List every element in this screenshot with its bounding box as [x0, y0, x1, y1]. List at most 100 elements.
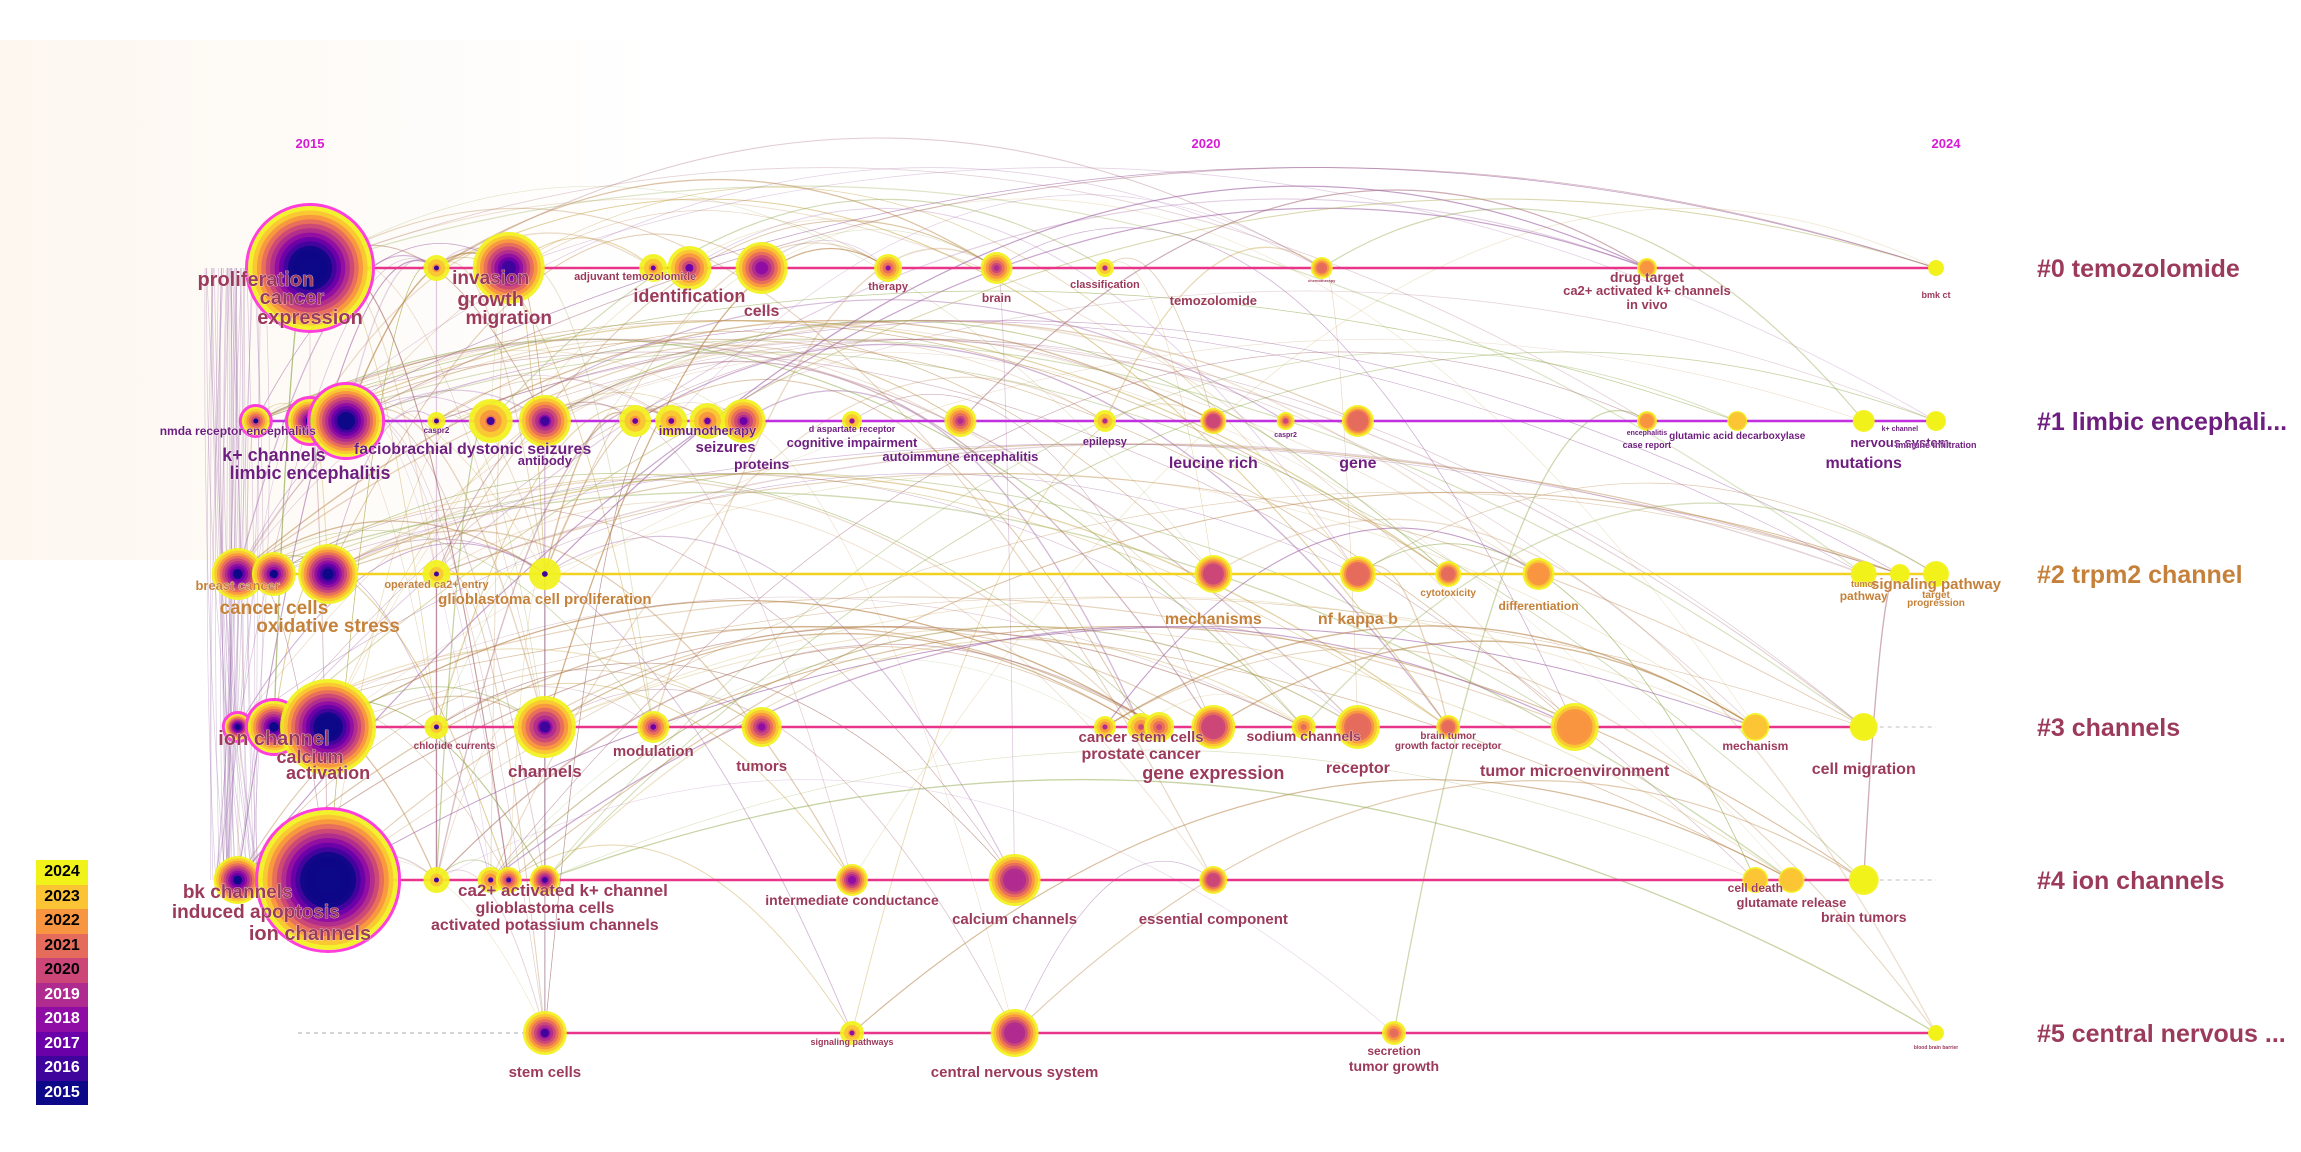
keyword-node[interactable] [1928, 1025, 1944, 1041]
keyword-node[interactable] [1194, 555, 1233, 593]
citation-link [255, 391, 546, 575]
keyword-node[interactable] [721, 399, 766, 443]
keyword-label: invasion [452, 268, 529, 289]
keyword-label: mutations [1826, 455, 1903, 472]
keyword-node[interactable] [518, 395, 571, 447]
keyword-node[interactable] [1093, 410, 1116, 432]
keyword-node[interactable] [1382, 1021, 1406, 1045]
keyword-node[interactable] [528, 558, 561, 590]
keyword-node[interactable] [423, 867, 450, 893]
keyword-node[interactable] [211, 548, 264, 600]
keyword-node[interactable] [495, 867, 522, 893]
keyword-node[interactable] [468, 399, 513, 443]
keyword-node[interactable] [424, 715, 449, 739]
keyword-node[interactable] [842, 411, 862, 431]
keyword-node[interactable] [1200, 408, 1227, 434]
keyword-node[interactable] [1849, 713, 1878, 741]
keyword-node[interactable] [298, 544, 359, 604]
citation-link [273, 198, 1648, 728]
keyword-node[interactable] [1144, 712, 1175, 742]
keyword-label: mechanism [1722, 739, 1788, 753]
keyword-node[interactable] [1923, 561, 1949, 587]
keyword-node[interactable] [637, 711, 670, 743]
citation-link [309, 167, 1322, 422]
keyword-node[interactable] [422, 560, 451, 588]
keyword-node[interactable] [741, 707, 782, 747]
keyword-node[interactable] [655, 405, 688, 437]
citation-link [743, 389, 1142, 728]
keyword-node[interactable] [213, 856, 262, 904]
keyword-node[interactable] [1852, 410, 1875, 432]
keyword-node[interactable] [1291, 715, 1316, 739]
node-core [339, 414, 353, 428]
keyword-node[interactable] [1335, 705, 1380, 749]
keyword-node[interactable] [1435, 561, 1462, 587]
keyword-label: proliferation [197, 269, 314, 291]
keyword-node[interactable] [667, 246, 712, 290]
citation-link [436, 662, 1015, 881]
node-core [253, 418, 259, 424]
keyword-node[interactable] [472, 232, 545, 304]
keyword-label: glioblastoma cell proliferation [438, 591, 651, 608]
citation-link [436, 568, 546, 1034]
cluster-label: #3 channels [2037, 714, 2180, 742]
keyword-node[interactable] [836, 864, 868, 896]
node-core [756, 263, 767, 273]
keyword-label: glioblastoma cells [476, 900, 615, 917]
keyword-node[interactable] [639, 254, 668, 282]
citation-link [237, 530, 654, 728]
keyword-node[interactable] [1191, 705, 1236, 749]
node-core [433, 265, 439, 271]
keyword-node[interactable] [1436, 715, 1461, 739]
keyword-node[interactable] [1522, 558, 1555, 590]
keyword-node[interactable] [238, 404, 273, 438]
keyword-node[interactable] [1928, 260, 1944, 276]
keyword-node[interactable] [1636, 258, 1657, 278]
keyword-node[interactable] [1550, 703, 1599, 751]
keyword-node[interactable] [221, 711, 254, 743]
keyword-node[interactable] [1778, 867, 1805, 893]
keyword-node[interactable] [1339, 556, 1376, 592]
keyword-node[interactable] [255, 807, 402, 953]
keyword-node[interactable] [1926, 411, 1946, 431]
keyword-node[interactable] [245, 203, 375, 333]
keyword-node[interactable] [988, 854, 1041, 906]
keyword-node[interactable] [1742, 867, 1769, 893]
keyword-node[interactable] [1848, 865, 1879, 895]
keyword-node[interactable] [1341, 405, 1374, 437]
citation-link [1357, 543, 1756, 881]
keyword-node[interactable] [1310, 257, 1333, 279]
keyword-node[interactable] [427, 412, 446, 430]
keyword-node[interactable] [522, 1011, 567, 1055]
keyword-node[interactable] [1095, 259, 1114, 277]
keyword-node[interactable] [990, 1009, 1039, 1057]
node-core [1319, 265, 1325, 271]
keyword-node[interactable] [840, 1021, 864, 1045]
legend-year-2017: 2017 [36, 1031, 88, 1056]
keyword-node[interactable] [689, 403, 726, 439]
citation-link [237, 473, 1449, 728]
keyword-node[interactable] [874, 254, 903, 282]
citation-link [345, 351, 1865, 881]
keyword-node[interactable] [944, 405, 977, 437]
keyword-node[interactable] [477, 867, 504, 893]
node-core [1301, 724, 1307, 730]
keyword-node[interactable] [513, 696, 576, 758]
keyword-node[interactable] [1889, 564, 1910, 584]
keyword-node[interactable] [1727, 411, 1748, 431]
keyword-node[interactable] [307, 382, 386, 460]
keyword-node[interactable] [735, 242, 788, 294]
node-core [1102, 265, 1108, 271]
keyword-node[interactable] [1276, 412, 1295, 430]
keyword-node[interactable] [1636, 411, 1657, 431]
keyword-node[interactable] [423, 255, 450, 281]
keyword-node[interactable] [619, 405, 652, 437]
keyword-node[interactable] [280, 679, 377, 775]
keyword-node[interactable] [980, 252, 1013, 284]
keyword-node[interactable] [251, 552, 296, 596]
keyword-node[interactable] [529, 865, 560, 895]
keyword-node[interactable] [1741, 713, 1770, 741]
keyword-node[interactable] [1199, 866, 1228, 894]
keyword-node[interactable] [1093, 716, 1116, 738]
keyword-node[interactable] [1850, 561, 1877, 587]
